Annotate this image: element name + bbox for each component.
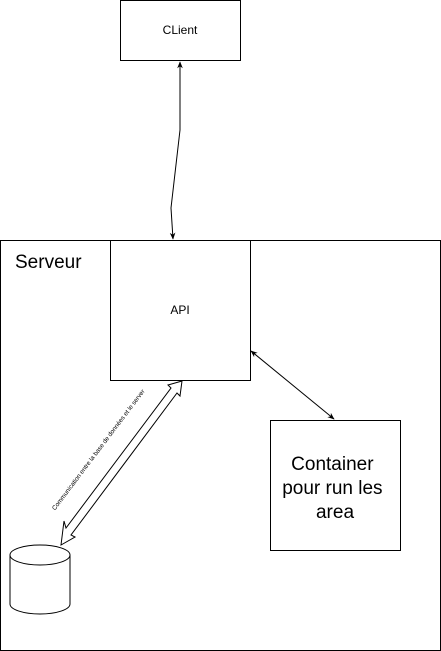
- container-label-line-1: Container: [291, 454, 374, 475]
- container-box[interactable]: [270, 420, 401, 551]
- container-label-line-2: pour run les: [282, 478, 382, 499]
- client-api-connector[interactable]: [169, 61, 183, 240]
- api-container-connector[interactable]: [250, 350, 335, 420]
- container-label: Container pour run les area: [282, 454, 388, 523]
- container-label-line-3: area: [316, 502, 354, 523]
- client-box[interactable]: [120, 0, 241, 61]
- api-label: API: [170, 303, 189, 317]
- client-label: CLient: [163, 23, 198, 37]
- server-label: Serveur: [15, 252, 82, 273]
- api-box[interactable]: [110, 240, 251, 381]
- database-icon[interactable]: [9, 544, 71, 615]
- db-api-block-arrow[interactable]: [60, 380, 183, 546]
